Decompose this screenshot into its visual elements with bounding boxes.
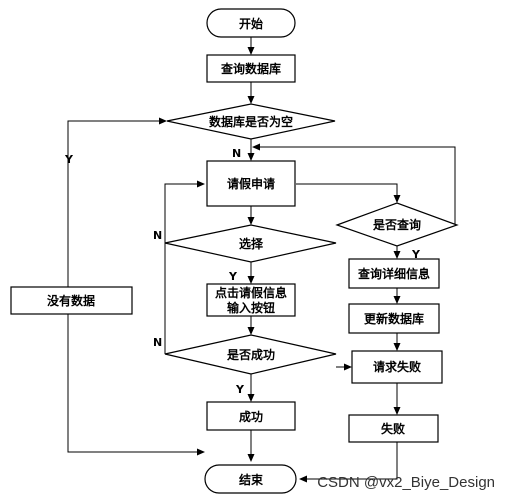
watermark: CSDN @vx2_Biye_Design — [317, 474, 495, 491]
query-yes-label: Y — [411, 248, 421, 261]
edge-select-no-to-request — [164, 180, 205, 243]
query-decision-label: 是否查询 — [372, 217, 421, 232]
edge-no-data-to-end — [67, 314, 205, 456]
node-query-db: 查询数据库 — [206, 54, 296, 83]
click-button-label-line1: 点击请假信息 — [215, 285, 287, 300]
node-start: 开始 — [206, 8, 296, 38]
node-select-decision: 选择 — [164, 224, 337, 263]
no-data-label: 没有数据 — [47, 293, 95, 308]
select-yes-label: Y — [228, 270, 238, 283]
db-empty-yes-label: Y — [64, 153, 74, 166]
node-success-decision: 是否成功 — [164, 334, 337, 375]
select-no-label: N — [153, 229, 162, 242]
db-empty-no-label: N — [232, 147, 241, 160]
node-query-details: 查询详细信息 — [348, 258, 440, 289]
success-no-label: N — [153, 336, 162, 349]
edge-request-to-query-check — [296, 183, 401, 203]
node-query-decision: 是否查询 — [335, 202, 459, 247]
success-label: 成功 — [239, 409, 263, 424]
node-success: 成功 — [206, 401, 296, 431]
node-click-button: 点击请假信息 输入按钮 — [206, 283, 296, 317]
update-db-label: 更新数据库 — [364, 311, 424, 326]
node-end: 结束 — [204, 464, 297, 494]
leave-request-label: 请假申请 — [227, 176, 275, 191]
node-update-db: 更新数据库 — [348, 303, 440, 334]
end-label: 结束 — [239, 472, 264, 487]
edge-fail-to-end — [299, 442, 398, 483]
select-decision-label: 选择 — [239, 236, 264, 251]
db-empty-decision-label: 数据库是否为空 — [209, 114, 293, 129]
request-failed-label: 请求失败 — [373, 359, 421, 374]
node-leave-request: 请假申请 — [206, 160, 296, 207]
success-decision-label: 是否成功 — [226, 347, 275, 362]
edge-no-data-to-empty-check — [67, 117, 167, 287]
node-no-data: 没有数据 — [10, 286, 133, 315]
click-button-label-line2: 输入按钮 — [227, 300, 275, 315]
node-db-empty-decision: 数据库是否为空 — [166, 103, 336, 140]
query-details-label: 查询详细信息 — [357, 266, 430, 281]
fail-label: 失败 — [381, 421, 405, 436]
success-yes-label: Y — [235, 383, 245, 396]
node-request-failed: 请求失败 — [351, 350, 443, 384]
edge-labels: N Y N Y N Y Y — [64, 147, 421, 396]
node-fail: 失败 — [348, 414, 439, 443]
query-db-label: 查询数据库 — [220, 61, 281, 76]
start-label: 开始 — [239, 16, 263, 31]
